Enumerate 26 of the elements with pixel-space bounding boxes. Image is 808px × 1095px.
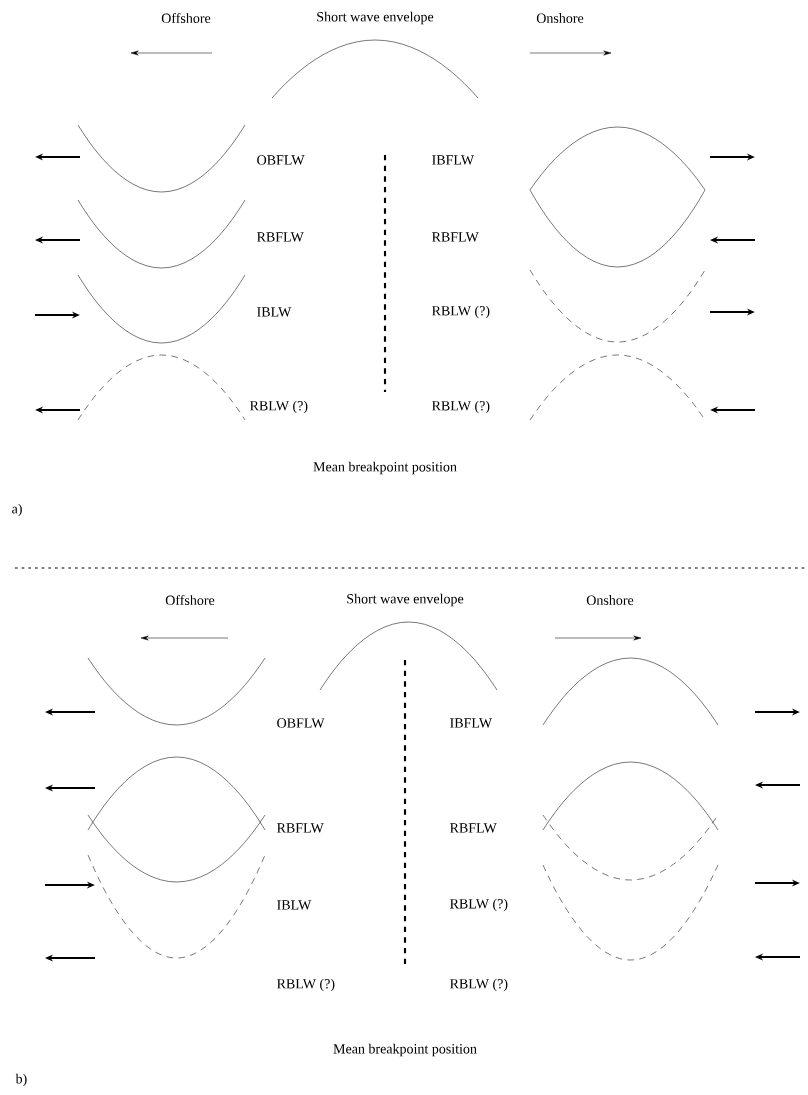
envelope-label: Short wave envelope: [347, 593, 464, 607]
caption-label: Mean breakpoint position: [313, 461, 457, 475]
wave-label: RBLW (?): [250, 400, 308, 414]
wave-label: RBLW (?): [450, 898, 508, 912]
direction-label: Onshore: [586, 595, 634, 605]
wave-label: OBFLW: [257, 155, 305, 165]
wave-label: RBFLW: [432, 232, 479, 242]
wave-label: OBFLW: [277, 718, 325, 728]
wave-label: RBLW (?): [432, 305, 490, 319]
direction-label: Offshore: [165, 595, 215, 605]
wave-label: RBFLW: [277, 823, 324, 833]
wave-label: RBLW (?): [277, 978, 335, 992]
wave-label: IBLW: [257, 307, 292, 317]
wave-label: RBLW (?): [432, 400, 490, 414]
wave-label: IBFLW: [450, 718, 493, 728]
panel-label: b): [15, 1073, 27, 1087]
wave-label: RBFLW: [257, 232, 304, 242]
wave-label: IBLW: [277, 900, 312, 910]
panel-label: a): [12, 503, 22, 517]
wave-label: IBFLW: [432, 155, 475, 165]
wave-label: RBFLW: [450, 823, 497, 833]
wave-label: RBLW (?): [450, 978, 508, 992]
caption-label: Mean breakpoint position: [333, 1043, 477, 1057]
direction-label: Onshore: [536, 13, 584, 23]
direction-label: Offshore: [161, 13, 211, 23]
envelope-label: Short wave envelope: [317, 11, 434, 25]
